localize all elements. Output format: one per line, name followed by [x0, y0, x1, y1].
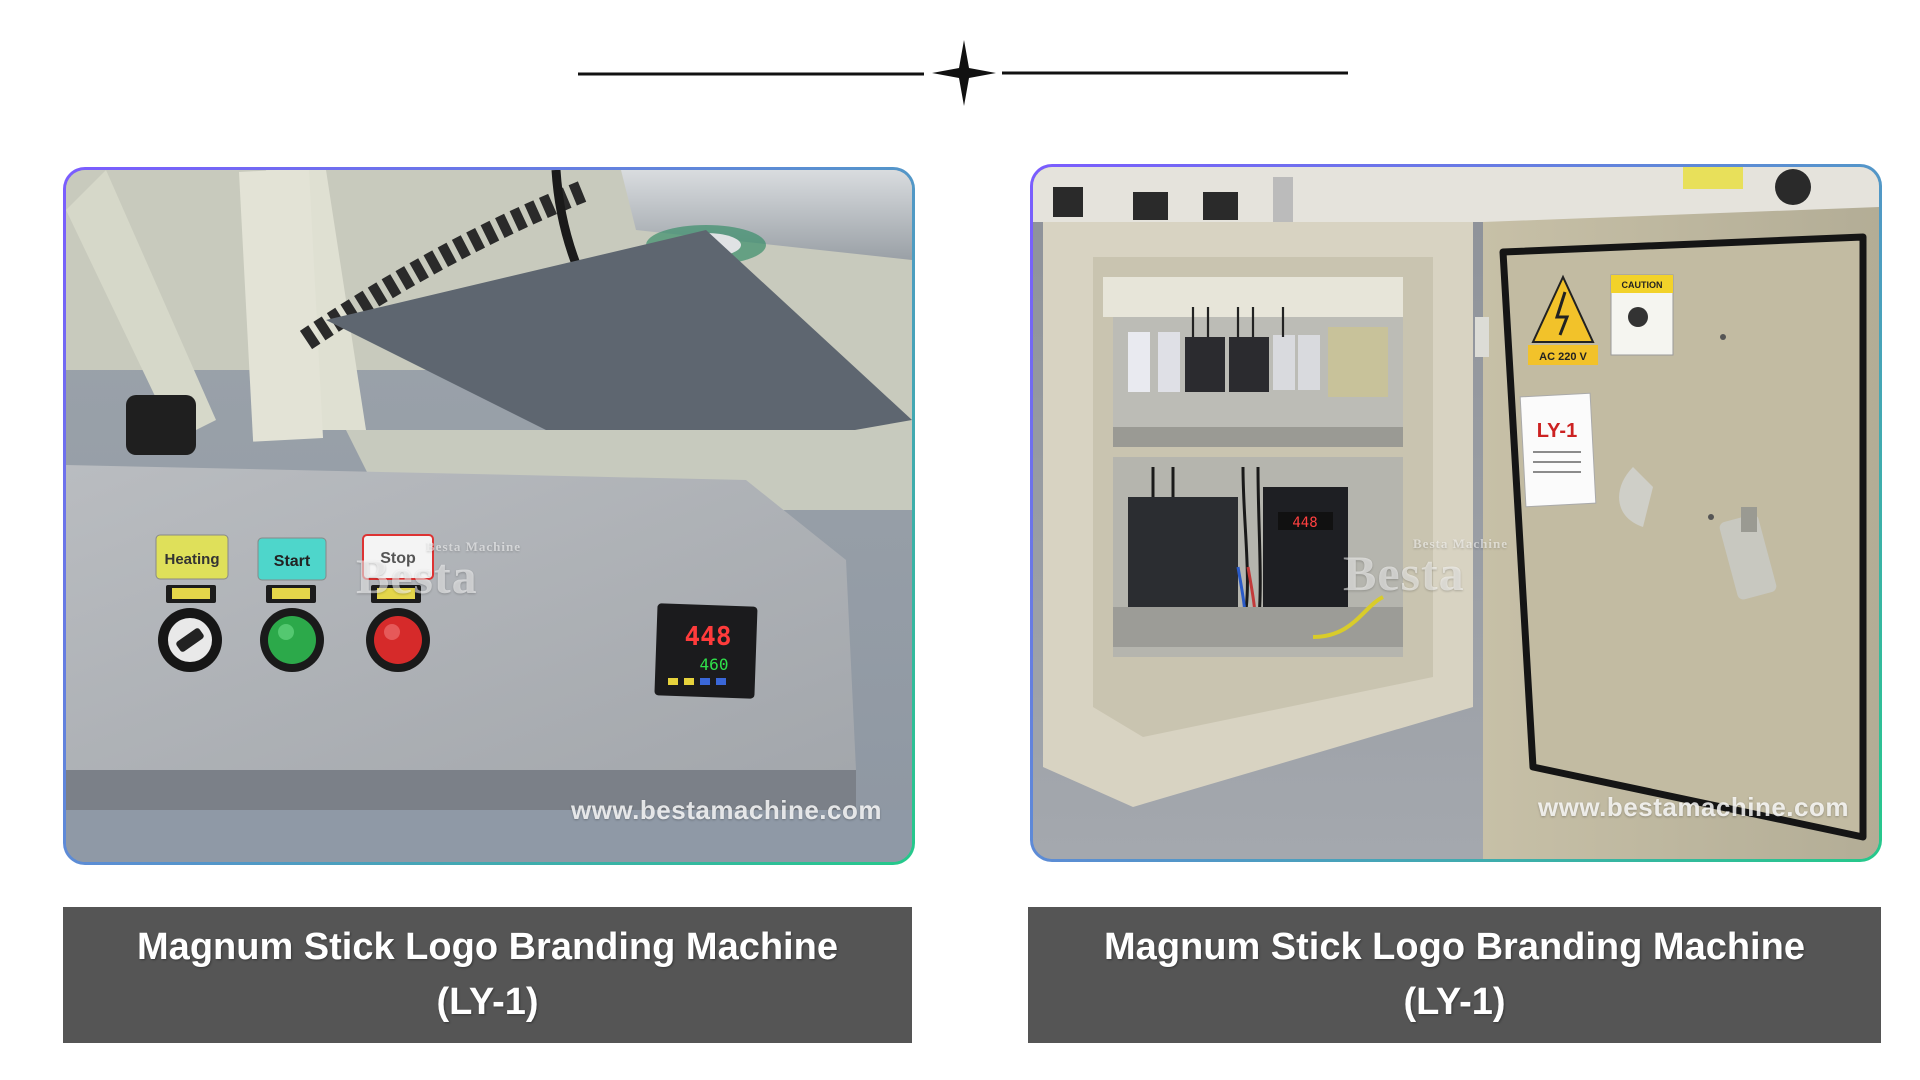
photo-card-electrical-cabinet: 448 AC 220 V CAUTION [1030, 164, 1882, 862]
brand-watermark: Besta Machine Besta [1343, 536, 1508, 601]
caption-electrical-cabinet: Magnum Stick Logo Branding Machine (LY-1… [1028, 907, 1881, 1043]
start-button: Start [257, 537, 327, 672]
svg-text:Heating: Heating [164, 551, 219, 568]
ornament-divider [0, 0, 1920, 140]
caption-title: Magnum Stick Logo Branding Machine [1104, 925, 1805, 968]
caption-title: Magnum Stick Logo Branding Machine [137, 925, 838, 968]
svg-text:Start: Start [274, 553, 311, 570]
svg-text:460: 460 [700, 655, 729, 674]
url-watermark: www.bestamachine.com [570, 795, 882, 825]
svg-text:LY-1: LY-1 [1537, 420, 1577, 442]
control-panel-photo: Heating Start Stop [66, 170, 912, 862]
svg-text:AC 220 V: AC 220 V [1539, 351, 1587, 363]
caption-model: (LY-1) [1403, 981, 1506, 1023]
url-watermark: www.bestamachine.com [1537, 792, 1849, 822]
svg-text:CAUTION: CAUTION [1622, 280, 1663, 290]
brand-watermark: Besta Machine Besta [356, 539, 521, 604]
heating-switch: Heating [155, 534, 229, 672]
caption-model: (LY-1) [436, 981, 539, 1023]
four-point-star-icon [932, 40, 996, 106]
svg-text:Stop: Stop [380, 550, 416, 567]
photo-card-control-panel: Heating Start Stop [63, 167, 915, 865]
stop-button: Stop [362, 534, 434, 672]
electrical-cabinet-photo: 448 AC 220 V CAUTION [1033, 167, 1879, 859]
caption-control-panel: Magnum Stick Logo Branding Machine (LY-1… [63, 907, 912, 1043]
svg-text:448: 448 [685, 622, 732, 652]
svg-text:448: 448 [1292, 515, 1317, 531]
temperature-controller: 448 460 [654, 603, 758, 699]
